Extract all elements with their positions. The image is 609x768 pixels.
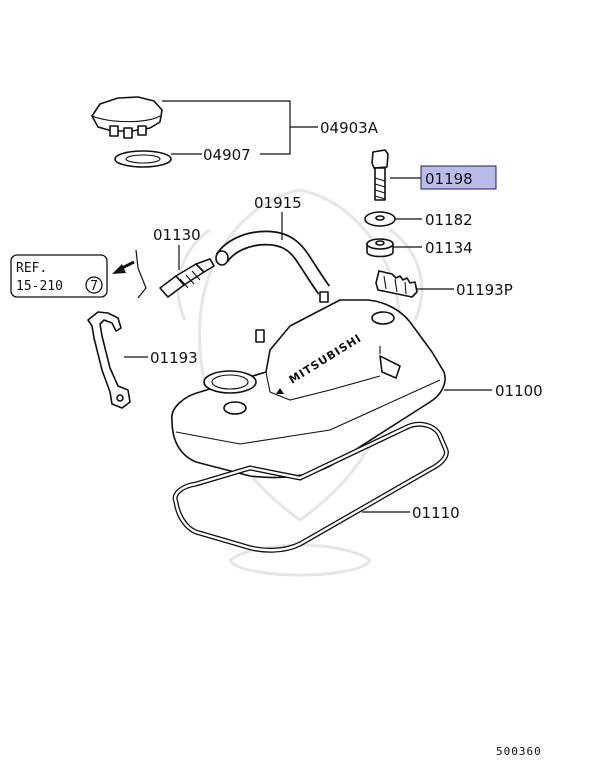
callout-01198[interactable]: 01198 [425, 170, 473, 188]
reference-title: REF. [16, 261, 47, 276]
diagram-code: 500360 [496, 745, 542, 758]
callout-01110[interactable]: 01110 [412, 504, 460, 522]
reference-box[interactable]: REF. 15-210 7 [10, 254, 108, 298]
callout-01193[interactable]: 01193 [150, 349, 198, 367]
callout-01193p[interactable]: 01193P [456, 281, 513, 299]
callout-04903a[interactable]: 04903A [320, 119, 379, 137]
filler-cap-gasket [114, 150, 172, 168]
callout-01182[interactable]: 01182 [425, 211, 473, 229]
wire-clamp-p [375, 270, 418, 298]
callout-01915[interactable]: 01915 [254, 194, 302, 212]
reference-arrow-icon [112, 260, 135, 274]
selected-part-highlight[interactable] [420, 165, 497, 190]
callout-01134[interactable]: 01134 [425, 239, 473, 257]
rubber-grommet [366, 238, 394, 258]
reference-section: 15-210 [16, 279, 63, 294]
oil-filler-cap [91, 96, 163, 139]
reference-circle-icon [85, 276, 103, 294]
reference-circled-number: 7 [90, 279, 98, 294]
three-diamond-logo-icon [276, 388, 284, 394]
pcv-valve [159, 258, 215, 298]
rocker-cover: MITSUBISHI [171, 291, 446, 479]
callout-01130[interactable]: 01130 [153, 226, 201, 244]
cover-bolt [371, 149, 389, 201]
ventilation-hose [215, 230, 331, 295]
callout-04907[interactable]: 04907 [203, 146, 251, 164]
leader-lines [124, 100, 492, 513]
watermark-emblem [176, 188, 424, 577]
rocker-cover-gasket [172, 421, 449, 553]
callout-01100[interactable]: 01100 [495, 382, 543, 400]
wire-bracket [87, 311, 131, 409]
sealing-washer [364, 211, 396, 227]
